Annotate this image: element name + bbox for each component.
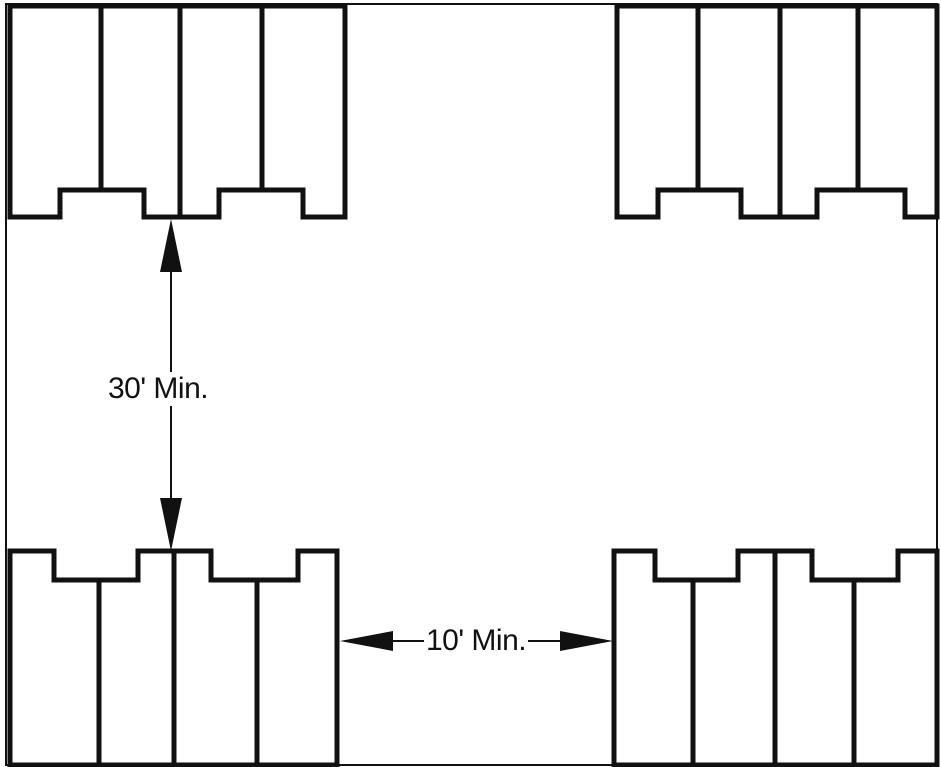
diagram-frame [5, 3, 938, 766]
building-top-left [7, 3, 348, 220]
building-bottom-right [611, 548, 940, 767]
vertical-spacing-label: 30' Min. [108, 372, 209, 406]
building-top-right [614, 3, 940, 220]
building-bottom-left [7, 548, 340, 767]
arrow-left-icon [340, 631, 393, 651]
arrow-down-icon [160, 498, 182, 551]
arrow-up-icon [160, 219, 182, 272]
horizontal-spacing-label: 10' Min. [424, 624, 529, 657]
arrow-right-icon [560, 631, 613, 651]
